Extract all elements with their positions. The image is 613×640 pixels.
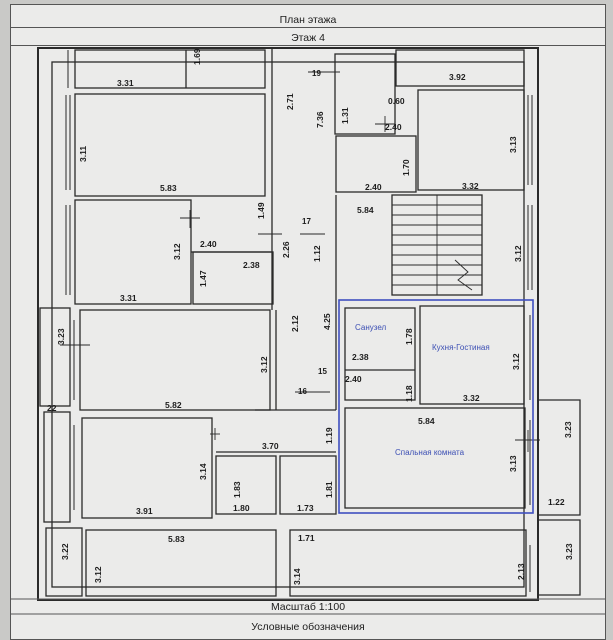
dim-label: 2.12 bbox=[290, 315, 300, 332]
dim-label: 5.82 bbox=[165, 400, 182, 410]
label-kitchen: Кухня-Гостиная bbox=[432, 343, 490, 352]
dim-label: 3.23 bbox=[563, 421, 573, 438]
room-bedroom bbox=[344, 407, 526, 509]
room-number-17: 17 bbox=[302, 217, 311, 226]
outer-wall bbox=[37, 47, 539, 601]
dim-label: 2.40 bbox=[365, 182, 382, 192]
dim-label: 2.40 bbox=[200, 239, 217, 249]
dim-label: 1.81 bbox=[324, 481, 334, 498]
dim-label: 1.69 bbox=[192, 48, 202, 65]
dim-label: 3.23 bbox=[56, 328, 66, 345]
left-bay bbox=[43, 411, 71, 523]
dim-label: 1.47 bbox=[198, 270, 208, 287]
room-131 bbox=[334, 53, 396, 135]
room-171 bbox=[289, 529, 527, 597]
dim-label: 3.12 bbox=[513, 245, 523, 262]
dim-label: 0.60 bbox=[388, 96, 405, 106]
room-313 bbox=[417, 89, 525, 191]
dim-label: 3.92 bbox=[449, 72, 466, 82]
room-180 bbox=[215, 455, 277, 515]
dim-label: 3.12 bbox=[259, 356, 269, 373]
right-wing-upper bbox=[538, 399, 581, 516]
room-bathroom bbox=[344, 307, 416, 401]
dim-label: 5.83 bbox=[168, 534, 185, 544]
dim-label: 4.25 bbox=[322, 313, 332, 330]
room-240-lower bbox=[335, 135, 417, 193]
room-number-15: 15 bbox=[318, 367, 327, 376]
dim-label: 3.32 bbox=[462, 181, 479, 191]
room-391 bbox=[81, 417, 213, 519]
dim-label: 2.38 bbox=[352, 352, 369, 362]
dim-label: 2.71 bbox=[285, 93, 295, 110]
dim-label: 2.40 bbox=[385, 122, 402, 132]
dim-label: 1.31 bbox=[340, 107, 350, 124]
dim-label: 3.14 bbox=[292, 568, 302, 585]
room-number-19: 19 bbox=[312, 69, 321, 78]
dim-label: 2.40 bbox=[345, 374, 362, 384]
room-582 bbox=[79, 309, 271, 411]
floor-label: Этаж 4 bbox=[10, 30, 606, 46]
label-bedroom: Спальная комната bbox=[395, 448, 465, 457]
dim-label: 1.80 bbox=[233, 503, 250, 513]
room-583 bbox=[74, 93, 266, 197]
left-balcony bbox=[39, 307, 71, 407]
dim-label: 3.11 bbox=[78, 146, 88, 162]
room-173 bbox=[279, 455, 337, 515]
dim-label: 3.22 bbox=[60, 543, 70, 560]
dim-label: 3.12 bbox=[511, 353, 521, 370]
plan-sheet bbox=[10, 4, 606, 640]
dim-label: 1.12 bbox=[312, 245, 322, 262]
dim-label: 1.73 bbox=[297, 503, 314, 513]
dim-label: 3.13 bbox=[508, 136, 518, 153]
dim-label: 1.71 bbox=[298, 533, 315, 543]
dim-label: 1.19 bbox=[324, 427, 334, 444]
dim-label: 3.70 bbox=[262, 441, 279, 451]
dim-label: 3.14 bbox=[198, 463, 208, 480]
dim-label: 5.83 bbox=[160, 183, 177, 193]
plan-title: План этажа bbox=[10, 12, 606, 28]
dim-label: 1.78 bbox=[404, 328, 414, 345]
legend-title: Условные обозначения bbox=[251, 621, 365, 633]
dim-label: 22 bbox=[47, 403, 57, 413]
left-bay-lower bbox=[45, 527, 83, 597]
dim-label: 2.26 bbox=[281, 241, 291, 258]
dim-label: 3.23 bbox=[564, 543, 574, 560]
room-number-16: 16 bbox=[298, 387, 307, 396]
room-392 bbox=[395, 49, 525, 87]
dim-label: 5.84 bbox=[357, 205, 374, 215]
dim-label: 1.18 bbox=[404, 385, 414, 402]
dim-label: 3.31 bbox=[117, 78, 134, 88]
dim-label: 5.84 bbox=[418, 416, 435, 426]
room-top-left-small bbox=[74, 49, 266, 89]
dim-label: 2.13 bbox=[516, 563, 526, 580]
dim-label: 1.70 bbox=[401, 159, 411, 176]
dim-label: 7.36 bbox=[315, 111, 325, 128]
label-bathroom: Санузел bbox=[355, 323, 386, 332]
scale-label: Масштаб 1:100 bbox=[270, 601, 346, 613]
dim-label: 1.83 bbox=[232, 481, 242, 498]
right-wing-lower bbox=[538, 519, 581, 596]
room-kitchen bbox=[419, 305, 525, 405]
dim-label: 1.49 bbox=[256, 202, 266, 219]
dim-label: 2.38 bbox=[243, 260, 260, 270]
dim-label: 3.32 bbox=[463, 393, 480, 403]
dim-label: 1.22 bbox=[548, 497, 565, 507]
dim-label: 3.12 bbox=[93, 566, 103, 583]
dim-label: 3.12 bbox=[172, 243, 182, 260]
dim-label: 3.13 bbox=[508, 455, 518, 472]
apartment-highlight bbox=[338, 299, 534, 514]
dim-label: 3.91 bbox=[136, 506, 153, 516]
dim-label: 3.31 bbox=[120, 293, 137, 303]
